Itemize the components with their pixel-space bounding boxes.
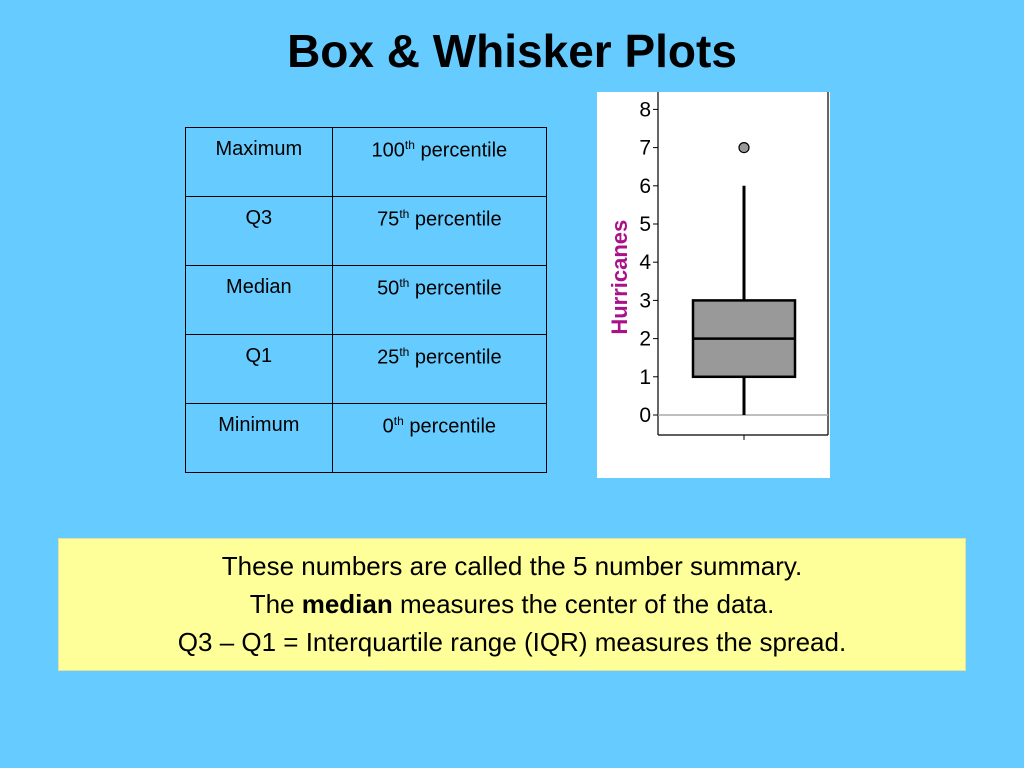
percentile-cell: 75th percentile xyxy=(331,196,548,266)
note-line-3: Q3 – Q1 = Interquartile range (IQR) meas… xyxy=(177,627,847,657)
percentile-cell: 50th percentile xyxy=(331,265,548,335)
y-tick-label: 6 xyxy=(639,175,651,198)
percentile-ordinal: th xyxy=(399,345,410,359)
percentile-word: percentile xyxy=(409,208,502,231)
percentile-number: 25 xyxy=(377,346,400,369)
percentile-word: percentile xyxy=(414,139,508,162)
summary-note: These numbers are called the 5 number su… xyxy=(58,538,966,671)
y-tick-label: 1 xyxy=(639,366,651,389)
y-tick-label: 8 xyxy=(639,98,651,121)
note-line-2-bold: median xyxy=(301,589,393,619)
stat-label: Median xyxy=(185,265,333,335)
note-line-2-post: measures the center of the data. xyxy=(392,589,775,619)
stat-label: Minimum xyxy=(185,403,333,473)
y-tick-label: 7 xyxy=(639,137,651,160)
percentile-number: 100 xyxy=(371,139,405,162)
stat-label: Q3 xyxy=(185,196,333,266)
percentile-ordinal: th xyxy=(399,276,410,290)
percentile-ordinal: th xyxy=(393,414,404,428)
percentile-cell: 100th percentile xyxy=(331,127,548,197)
percentile-cell: 0th percentile xyxy=(331,403,548,473)
percentile-ordinal: th xyxy=(404,138,415,152)
percentile-cell: 25th percentile xyxy=(331,334,548,404)
note-line-1: These numbers are called the 5 number su… xyxy=(221,551,803,581)
y-tick-label: 3 xyxy=(639,289,651,312)
page-title: Box & Whisker Plots xyxy=(287,25,737,77)
percentile-number: 50 xyxy=(377,277,400,300)
outlier-point xyxy=(738,141,750,154)
y-tick-label: 2 xyxy=(639,328,651,351)
percentile-word: percentile xyxy=(403,415,497,438)
percentile-number: 75 xyxy=(377,208,400,231)
percentile-word: percentile xyxy=(409,277,502,300)
note-line-2: The median measures the center of the da… xyxy=(59,585,965,623)
percentile-number: 0 xyxy=(382,415,394,438)
note-line-2-pre: The xyxy=(249,589,302,619)
stat-label: Q1 xyxy=(185,334,333,404)
percentile-word: percentile xyxy=(409,346,502,369)
y-axis-label: Hurricanes xyxy=(607,220,632,335)
y-tick-label: 4 xyxy=(639,251,651,274)
y-tick-label: 5 xyxy=(639,213,651,236)
stat-label: Maximum xyxy=(185,127,333,197)
percentile-ordinal: th xyxy=(399,207,410,221)
y-tick-label: 0 xyxy=(639,404,651,427)
